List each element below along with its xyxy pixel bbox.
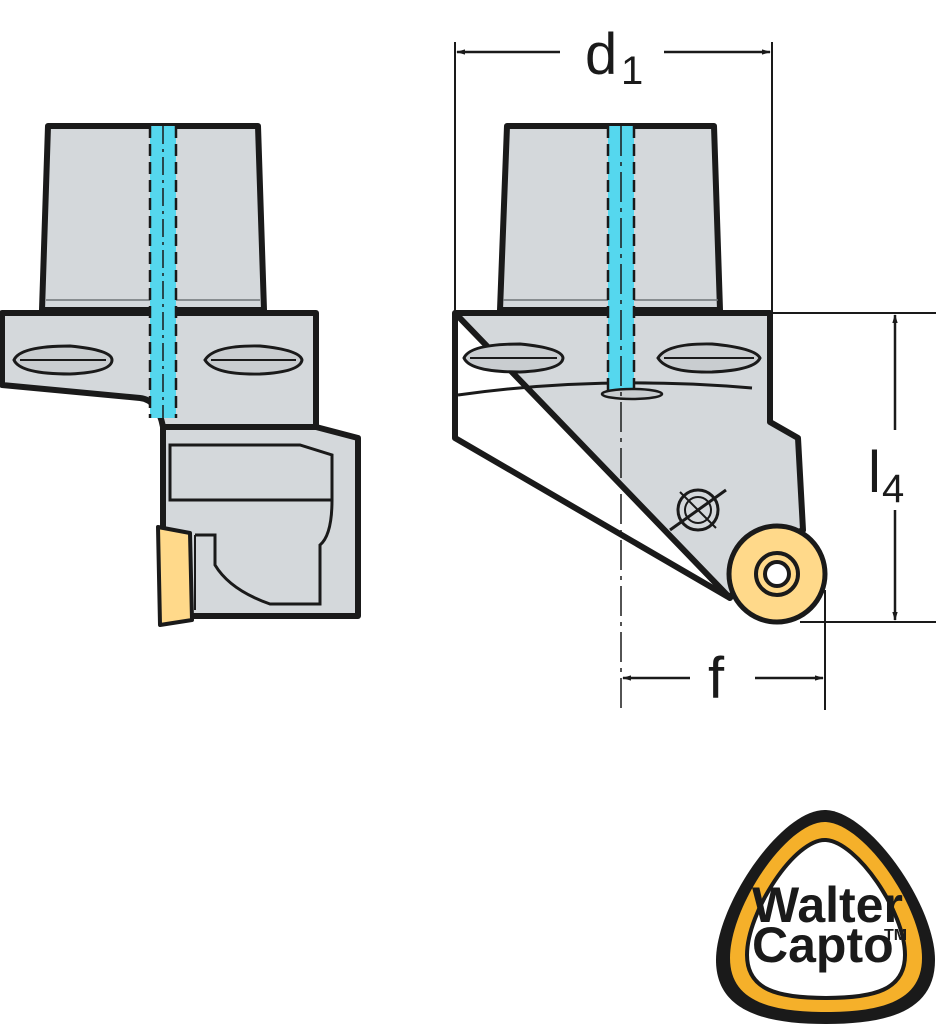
front-view xyxy=(452,123,828,710)
walter-capto-logo: Walter Capto TM xyxy=(716,809,935,1024)
screw-symbol-icon xyxy=(669,488,727,532)
side-view-insert xyxy=(156,525,194,627)
front-view-coolant-channel xyxy=(608,126,634,394)
logo-line1: Walter xyxy=(752,877,903,933)
dimension-f: f xyxy=(622,590,826,711)
round-insert xyxy=(726,523,828,625)
dimension-f-label: f xyxy=(708,646,725,711)
dimension-l4-label: l xyxy=(868,440,881,505)
side-view xyxy=(0,123,361,627)
dimension-l4-subscript: 4 xyxy=(882,467,904,511)
dimension-d1-label: d xyxy=(585,22,617,87)
logo-trademark: TM xyxy=(884,927,907,944)
dimension-d1: d 1 xyxy=(454,22,773,313)
dimension-d1-subscript: 1 xyxy=(621,49,643,93)
logo-line2: Capto xyxy=(752,917,894,973)
dimension-l4: l 4 xyxy=(772,312,936,623)
